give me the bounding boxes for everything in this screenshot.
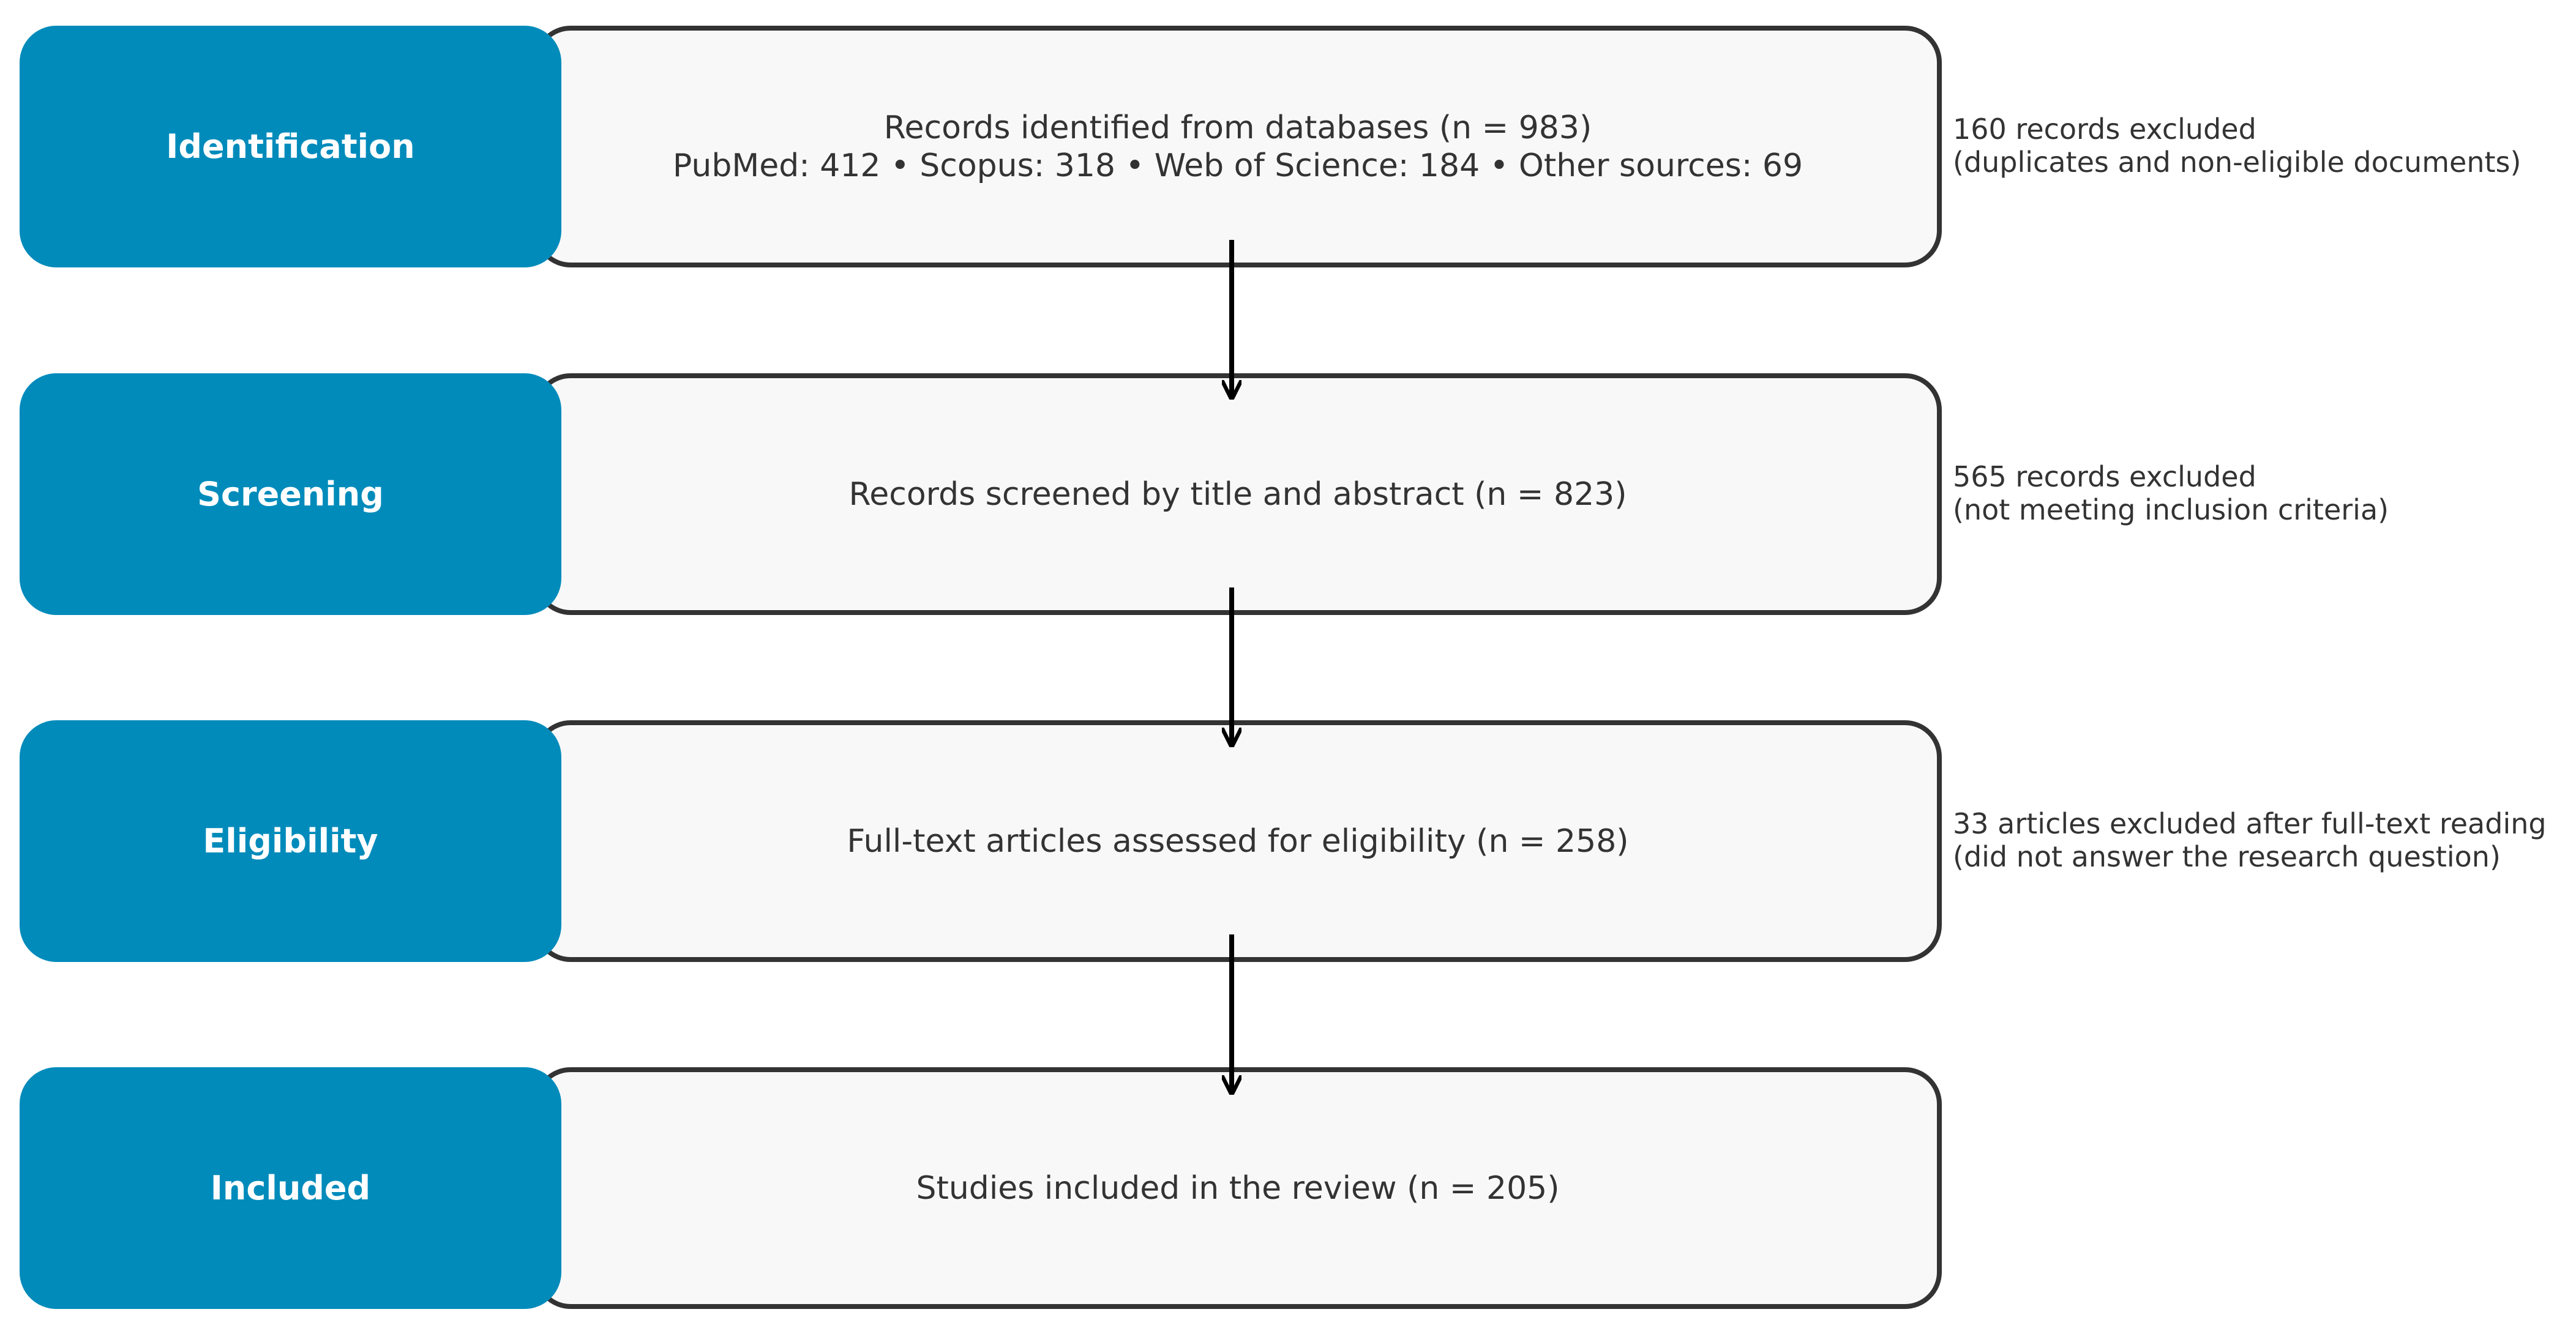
identification-note-line-2: (duplicates and non-eligible documents): [1953, 146, 2522, 179]
included-box-line-1: Studies included in the review (n = 205): [916, 1169, 1560, 1207]
eligibility-stage-label: Eligibility: [20, 720, 561, 962]
screening-exclusion-note: 565 records excluded (not meeting inclus…: [1953, 460, 2565, 526]
eligibility-note-line-1: 33 articles excluded after full-text rea…: [1953, 807, 2547, 840]
included-label-text: Included: [210, 1169, 371, 1207]
identification-box-line-1: Records identified from databases (n = 9…: [883, 109, 1592, 146]
eligibility-exclusion-note: 33 articles excluded after full-text rea…: [1953, 807, 2565, 873]
stage-row-identification: Records identified from databases (n = 9…: [20, 26, 2560, 267]
stage-row-included: Studies included in the review (n = 205)…: [20, 1067, 2560, 1309]
identification-stage-label: Identification: [20, 26, 561, 267]
eligibility-box-line-1: Full-text articles assessed for eligibil…: [847, 822, 1629, 860]
eligibility-label-text: Eligibility: [203, 822, 378, 860]
screening-stage-label: Screening: [20, 373, 561, 615]
stage-row-screening: Records screened by title and abstract (…: [20, 373, 2560, 615]
screening-note-line-1: 565 records excluded: [1953, 460, 2256, 493]
identification-box: Records identified from databases (n = 9…: [534, 26, 1942, 267]
screening-box-line-1: Records screened by title and abstract (…: [848, 475, 1627, 513]
stage-row-eligibility: Full-text articles assessed for eligibil…: [20, 720, 2560, 962]
identification-box-line-2: PubMed: 412 • Scopus: 318 • Web of Scien…: [672, 147, 1803, 184]
included-stage-label: Included: [20, 1067, 561, 1309]
eligibility-box: Full-text articles assessed for eligibil…: [534, 720, 1942, 962]
screening-note-line-2: (not meeting inclusion criteria): [1953, 493, 2389, 526]
eligibility-note-line-2: (did not answer the research question): [1953, 840, 2501, 873]
identification-label-text: Identification: [166, 127, 415, 166]
screening-label-text: Screening: [197, 475, 384, 513]
included-box: Studies included in the review (n = 205): [534, 1067, 1942, 1309]
identification-note-line-1: 160 records excluded: [1953, 113, 2256, 146]
prisma-flow-diagram: Records identified from databases (n = 9…: [20, 26, 2560, 1311]
screening-box: Records screened by title and abstract (…: [534, 373, 1942, 615]
identification-exclusion-note: 160 records excluded (duplicates and non…: [1953, 113, 2565, 179]
